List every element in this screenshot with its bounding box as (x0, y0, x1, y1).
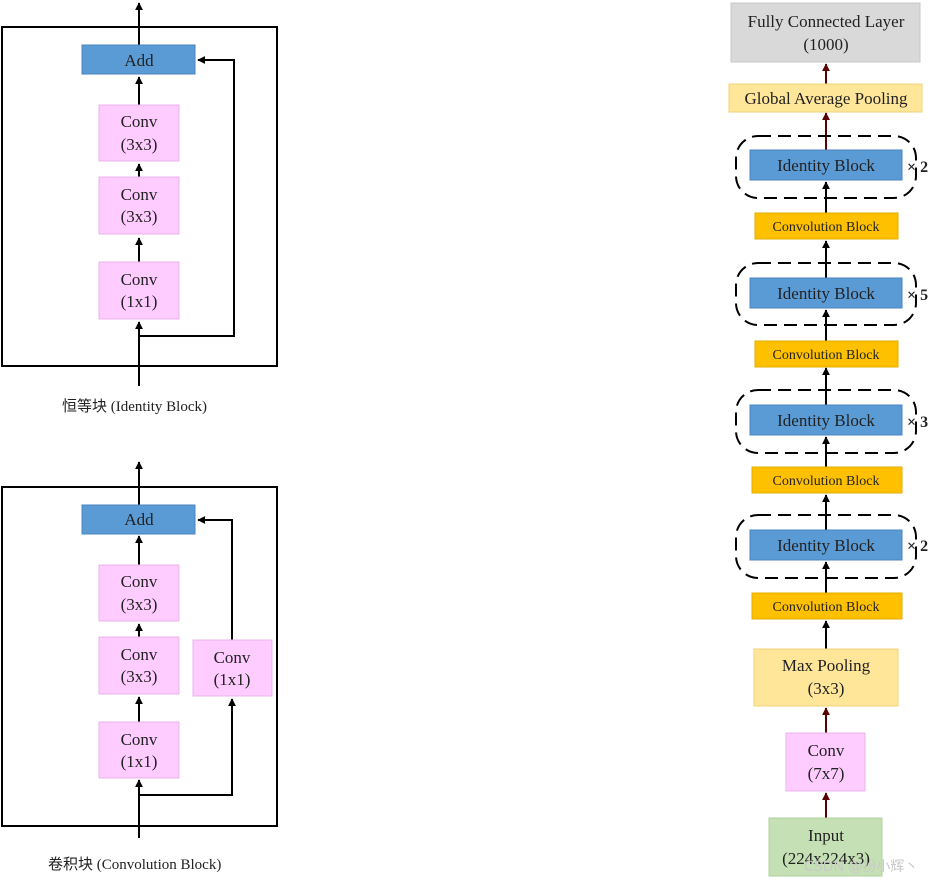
repeat-group-dashed (735, 514, 917, 579)
conv-label: Conv (121, 730, 158, 749)
shortcut-connection (139, 698, 236, 796)
conv7x7-box (785, 732, 866, 792)
convolution-block-label: Convolution Block (773, 348, 880, 363)
repeat-group-dashed (735, 262, 917, 326)
conv-label: Conv (121, 270, 158, 289)
max-pooling-box (753, 648, 899, 707)
input-box (768, 817, 883, 877)
identity-block-label: Identity Block (777, 156, 875, 175)
kernel-label: (1x1) (214, 670, 251, 689)
fully-connected-layer-box (730, 2, 921, 63)
add-node (81, 44, 196, 75)
repeat-count: × 2 (907, 538, 928, 555)
global-average-pooling-box (728, 83, 923, 113)
conv-label: Conv (121, 185, 158, 204)
kernel-label: (3x3) (121, 595, 158, 614)
conv-label: Conv (121, 572, 158, 591)
repeat-count: × 3 (907, 414, 928, 431)
identity-block-label: Identity Block (777, 536, 875, 555)
convolution-block-label: Convolution Block (773, 600, 880, 615)
conv1x1-box (98, 721, 180, 779)
fc-units-label: (1000) (803, 35, 848, 54)
identity-block-caption: 恒等块 (Identity Block) (62, 399, 207, 415)
conv3x3-box (98, 104, 180, 162)
conv3x3-box (98, 636, 180, 695)
kernel-label: (3x3) (121, 207, 158, 226)
convolution-block-label: Convolution Block (773, 474, 880, 489)
identity-block-label: Identity Block (777, 411, 875, 430)
identity-block-box (749, 149, 903, 181)
repeat-group-dashed (735, 389, 917, 454)
shortcut-conv1x1-box (192, 639, 273, 697)
kernel-label: (7x7) (808, 764, 845, 783)
conv-label: Conv (121, 645, 158, 664)
gap-label: Global Average Pooling (744, 89, 908, 108)
kernel-label: (3x3) (121, 667, 158, 686)
fc-label: Fully Connected Layer (748, 12, 905, 31)
repeat-group-dashed (735, 135, 917, 199)
conv-label: Conv (808, 741, 845, 760)
conv-label: Conv (214, 648, 251, 667)
convolution-block-label: Convolution Block (773, 220, 880, 235)
input-shape: (224x224x3) (782, 849, 870, 868)
identity-block-label: Identity Block (777, 284, 875, 303)
kernel-label: (3x3) (121, 135, 158, 154)
convolution-block-box (754, 340, 899, 368)
repeat-count: × 5 (907, 287, 928, 304)
convolution-block-box (754, 212, 899, 240)
convolution-block-diagram: Add Conv (3x3) Conv (3x3) Conv (1x1) Con… (1, 461, 278, 838)
kernel-label: (1x1) (121, 752, 158, 771)
convolution-block-caption: 卷积块 (Convolution Block) (48, 857, 222, 873)
add-label: Add (124, 51, 154, 70)
identity-block-diagram: Add Conv (3x3) Conv (3x3) Conv (1x1) (1, 2, 278, 386)
max-pooling-label: Max Pooling (782, 656, 871, 675)
add-node (81, 504, 196, 535)
conv3x3-box (98, 176, 180, 235)
add-label: Add (124, 510, 154, 529)
shortcut-connection (197, 516, 233, 640)
identity-block-box (749, 404, 903, 436)
repeat-count: × 2 (907, 159, 928, 176)
kernel-label: (1x1) (121, 292, 158, 311)
conv1x1-box (98, 261, 180, 320)
input-label: Input (808, 826, 844, 845)
conv3x3-box (98, 564, 180, 622)
resnet-architecture-diagram: Fully Connected Layer (1000) Global Aver… (728, 2, 928, 877)
identity-block-box (749, 277, 903, 309)
shortcut-connection (139, 56, 235, 337)
watermark: CSDN @扮小辉丶 (804, 859, 919, 875)
convolution-block-box (751, 592, 903, 620)
convolution-block-box (751, 466, 903, 494)
identity-block-box (749, 529, 903, 561)
conv-label: Conv (121, 112, 158, 131)
max-pooling-size: (3x3) (808, 679, 845, 698)
